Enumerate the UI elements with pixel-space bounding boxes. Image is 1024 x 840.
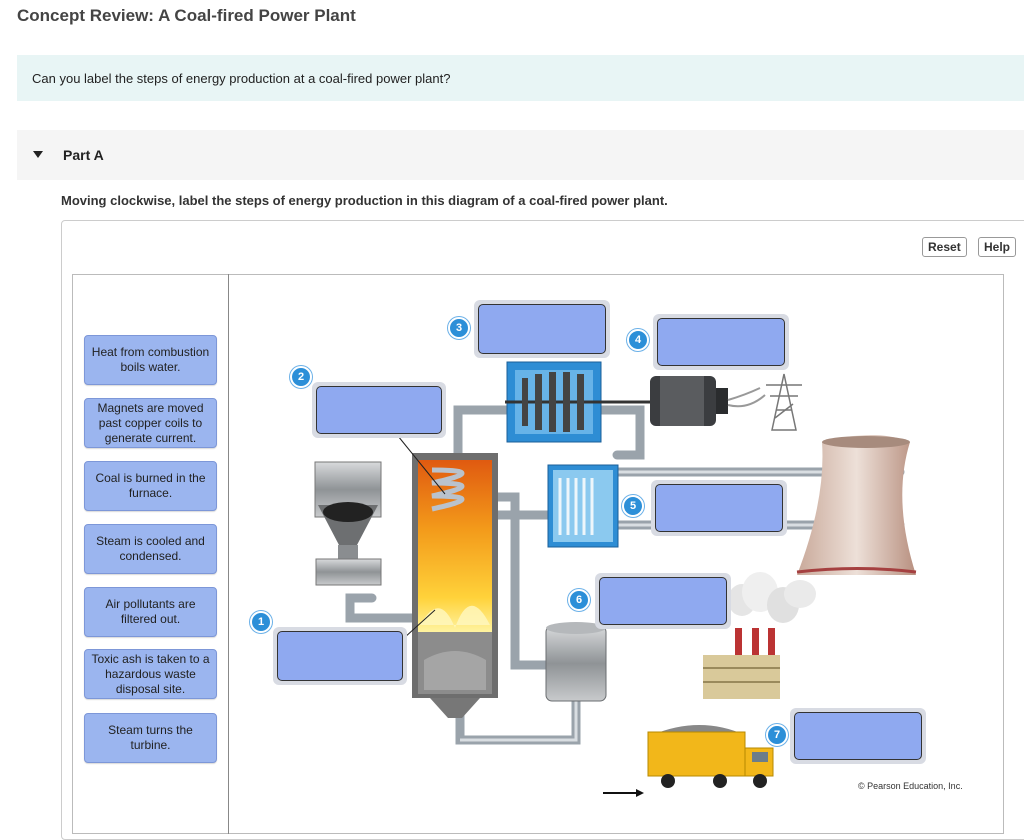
instruction-text: Moving clockwise, label the steps of ene… bbox=[61, 193, 668, 208]
label-toxic-ash-disposal[interactable]: Toxic ash is taken to a hazardous waste … bbox=[84, 649, 217, 699]
drop-target-6-slot[interactable] bbox=[599, 577, 727, 625]
reset-button[interactable]: Reset bbox=[922, 237, 967, 257]
condenser bbox=[547, 464, 619, 548]
transmission-tower bbox=[766, 373, 802, 431]
drop-target-4[interactable] bbox=[653, 314, 789, 370]
boiler-furnace bbox=[412, 453, 498, 718]
step-marker-5: 5 bbox=[622, 495, 644, 517]
drop-target-4-slot[interactable] bbox=[657, 318, 785, 366]
label-magnets-generate-current[interactable]: Magnets are moved past copper coils to g… bbox=[84, 398, 217, 448]
generator bbox=[650, 376, 766, 426]
drop-target-3-slot[interactable] bbox=[478, 304, 606, 354]
coal-pulverizer bbox=[314, 461, 382, 586]
page-title: Concept Review: A Coal-fired Power Plant bbox=[17, 6, 356, 25]
turbine bbox=[505, 361, 650, 443]
cooling-tower bbox=[796, 435, 917, 575]
label-pollutants-filtered[interactable]: Air pollutants are filtered out. bbox=[84, 587, 217, 637]
collapse-caret-icon[interactable] bbox=[33, 151, 43, 158]
power-plant-diagram bbox=[314, 361, 917, 797]
step-marker-2: 2 bbox=[290, 366, 312, 388]
leader-line-1 bbox=[403, 609, 436, 639]
drop-target-3[interactable] bbox=[474, 300, 610, 358]
drop-target-2-slot[interactable] bbox=[316, 386, 442, 434]
smokestacks bbox=[703, 572, 816, 699]
drop-target-1[interactable] bbox=[273, 627, 407, 685]
ash-truck bbox=[647, 725, 774, 788]
copyright-notice: © Pearson Education, Inc. bbox=[858, 781, 963, 791]
drop-target-5[interactable] bbox=[651, 480, 787, 536]
label-bank-divider bbox=[228, 274, 229, 834]
part-label: Part A bbox=[63, 147, 104, 163]
help-button[interactable]: Help bbox=[978, 237, 1017, 257]
step-marker-6: 6 bbox=[568, 589, 590, 611]
drop-target-5-slot[interactable] bbox=[655, 484, 783, 532]
drop-target-6[interactable] bbox=[595, 573, 731, 629]
scrubber-tank bbox=[545, 622, 607, 702]
drop-target-2[interactable] bbox=[312, 382, 446, 438]
step-marker-4: 4 bbox=[627, 329, 649, 351]
label-steam-cooled[interactable]: Steam is cooled and condensed. bbox=[84, 524, 217, 574]
step-marker-1: 1 bbox=[250, 611, 272, 633]
motion-arrow bbox=[603, 789, 644, 797]
part-a-header[interactable]: Part A bbox=[17, 130, 1024, 180]
intro-box: Can you label the steps of energy produc… bbox=[17, 55, 1024, 101]
drop-target-7[interactable] bbox=[790, 708, 926, 764]
intro-question: Can you label the steps of energy produc… bbox=[32, 71, 451, 86]
label-steam-turns-turbine[interactable]: Steam turns the turbine. bbox=[84, 713, 217, 763]
drop-target-1-slot[interactable] bbox=[277, 631, 403, 681]
step-marker-3: 3 bbox=[448, 317, 470, 339]
label-heat-boils-water[interactable]: Heat from combustion boils water. bbox=[84, 335, 217, 385]
drop-target-7-slot[interactable] bbox=[794, 712, 922, 760]
label-coal-burned[interactable]: Coal is burned in the furnace. bbox=[84, 461, 217, 511]
leader-line-2 bbox=[397, 435, 446, 495]
step-marker-7: 7 bbox=[766, 724, 788, 746]
